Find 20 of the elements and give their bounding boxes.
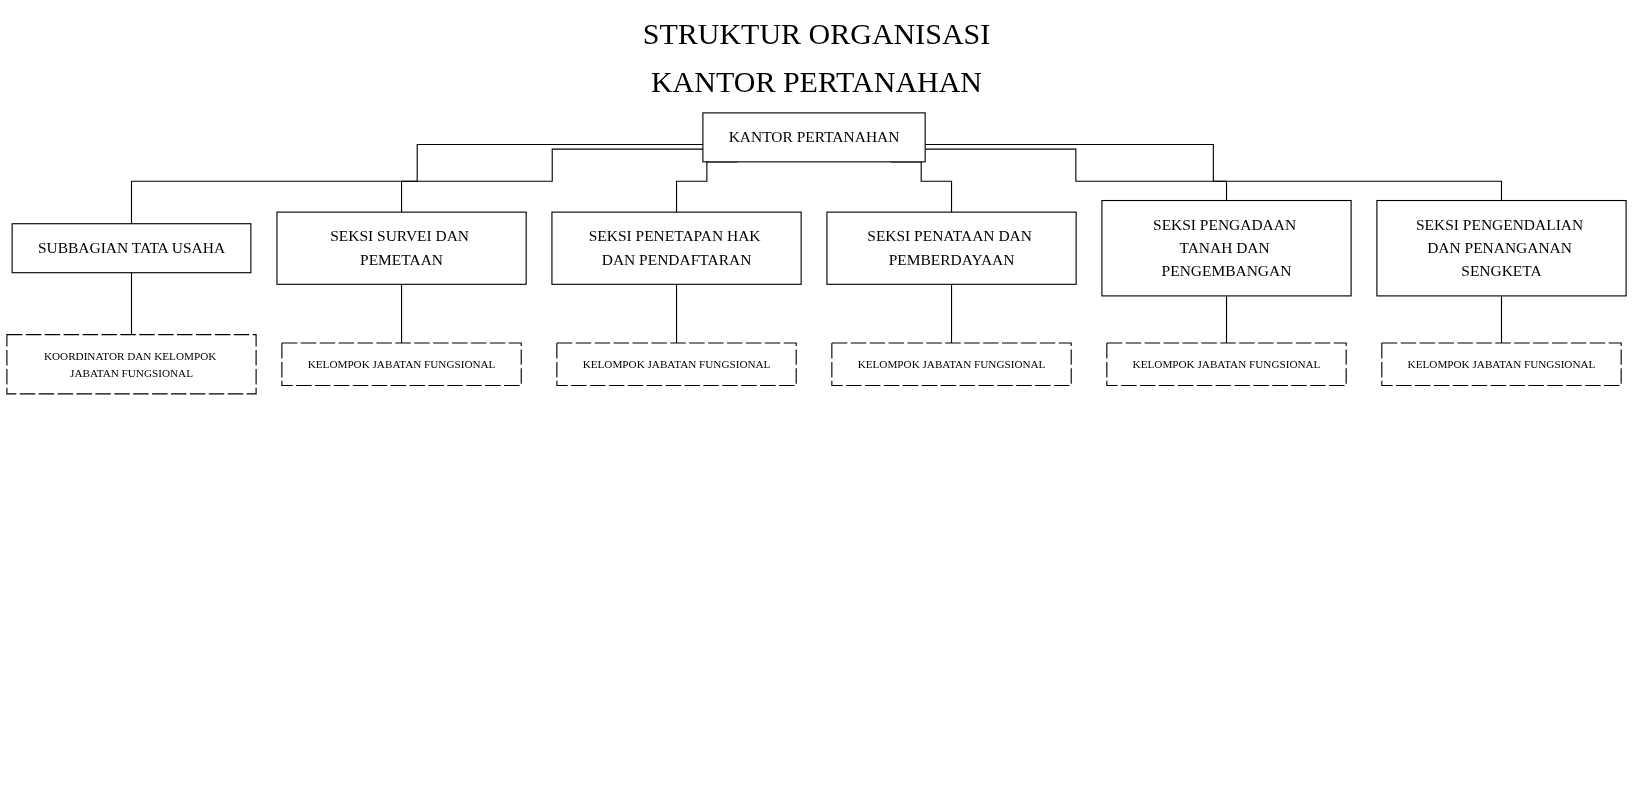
connector (401, 283, 403, 344)
connector (1500, 295, 1503, 344)
node-box: KELOMPOK JABATAN FUNGSIONAL (1106, 342, 1347, 387)
connector (1225, 295, 1228, 344)
node-box: SEKSI PENGENDALIAN DAN PENANGANAN SENGKETA (1376, 199, 1627, 297)
connector (950, 283, 953, 344)
node-box: KELOMPOK JABATAN FUNGSIONAL (831, 342, 1072, 387)
diagram-title: STRUKTUR ORGANISASI KANTOR PERTANAHAN (641, 16, 992, 100)
node-box: SEKSI SURVEI DAN PEMETAAN (276, 211, 527, 285)
connector (130, 272, 133, 336)
node-box: SEKSI PENETAPAN HAK DAN PENDAFTARAN (551, 211, 802, 285)
node-box: KELOMPOK JABATAN FUNGSIONAL (1381, 342, 1622, 387)
node-box: SEKSI PENATAAN DAN PEMBERDAYAAN (826, 211, 1077, 285)
node-box: SEKSI PENGADAAN TANAH DAN PENGEMBANGAN (1101, 199, 1352, 297)
node-box: SUBBAGIAN TATA USAHA (11, 223, 252, 274)
connector (676, 283, 678, 344)
node-box: KELOMPOK JABATAN FUNGSIONAL (281, 342, 522, 387)
node-box: KELOMPOK JABATAN FUNGSIONAL (556, 342, 797, 387)
node-box: KOORDINATOR DAN KELOMPOK JABATAN FUNGSIONAL (6, 334, 257, 395)
node-box: KANTOR PERTANAHAN (702, 112, 926, 163)
